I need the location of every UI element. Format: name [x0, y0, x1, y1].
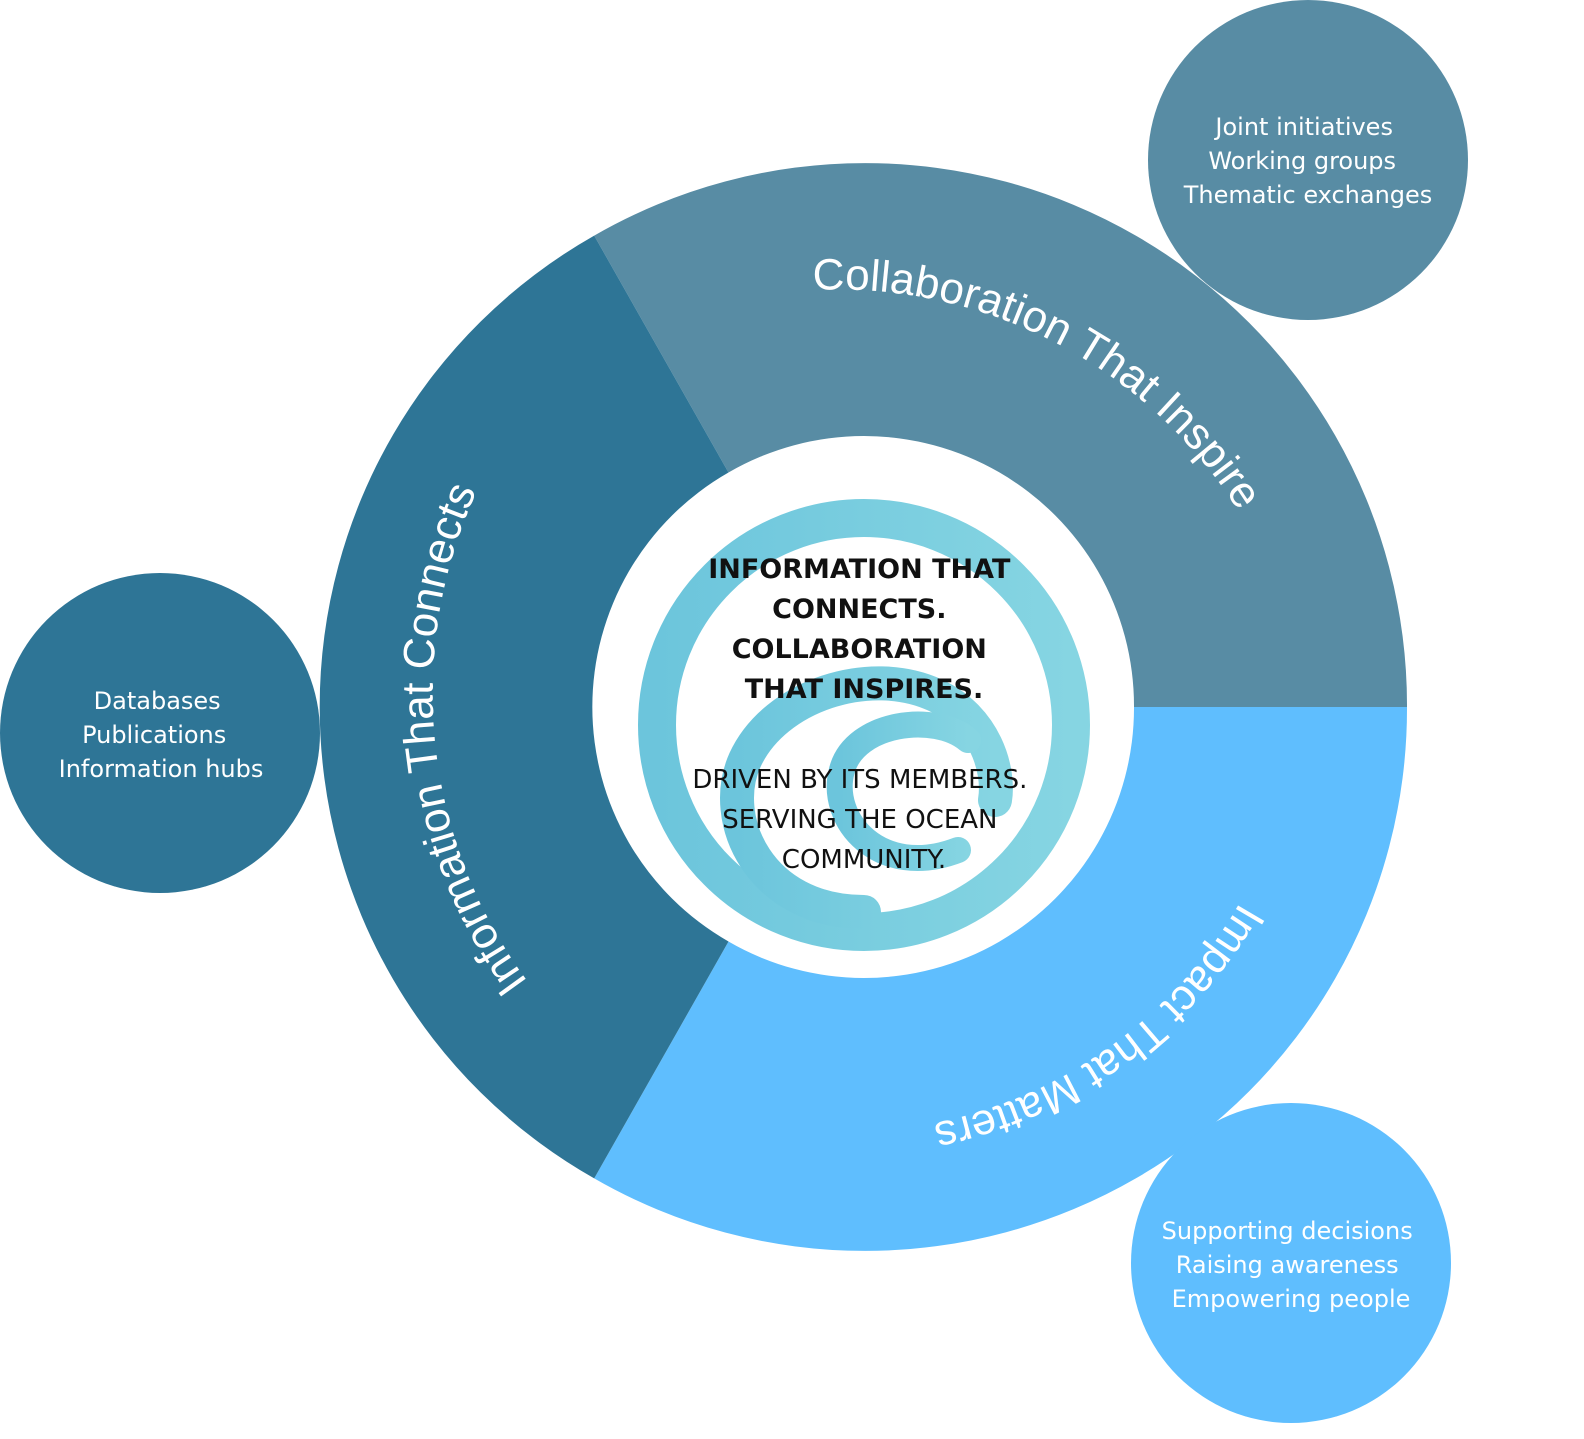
bubble-item: Joint initiatives — [1213, 113, 1393, 141]
svg-text:Joint initiatives Workin: Joint initiatives Working groups Themati… — [1183, 113, 1433, 209]
bubble-item: Information hubs — [59, 755, 264, 783]
bubble-information: Databases Publications Information hubs — [0, 573, 320, 893]
segment-collaboration — [594, 163, 1408, 708]
bubble-item: Empowering people — [1172, 1285, 1411, 1313]
svg-text:Supporting decisions Rai: Supporting decisions Raising awareness E… — [1162, 1217, 1421, 1313]
bubble-item: Working groups — [1208, 147, 1396, 175]
bubble-item: Raising awareness — [1176, 1251, 1399, 1279]
center-headline: INFORMATION THAT CONNECTS. COLLABORATION… — [708, 554, 1020, 705]
bubble-item: Thematic exchanges — [1183, 181, 1433, 209]
segment-impact — [594, 707, 1408, 1251]
bubble-item: Supporting decisions — [1162, 1217, 1413, 1245]
segment-information — [319, 235, 729, 1179]
svg-text:Databases Publications: Databases Publications Information hubs — [59, 687, 264, 783]
bubble-impact: Supporting decisions Raising awareness E… — [1131, 1103, 1451, 1423]
wave-logo-icon — [638, 499, 1090, 951]
center-tagline: DRIVEN BY ITS MEMBERS. SERVING THE OCEAN… — [692, 765, 1035, 875]
bubble-item: Databases — [94, 687, 221, 715]
bubble-item: Publications — [82, 721, 226, 749]
bubble-collaboration: Joint initiatives Working groups Themati… — [1148, 0, 1468, 320]
